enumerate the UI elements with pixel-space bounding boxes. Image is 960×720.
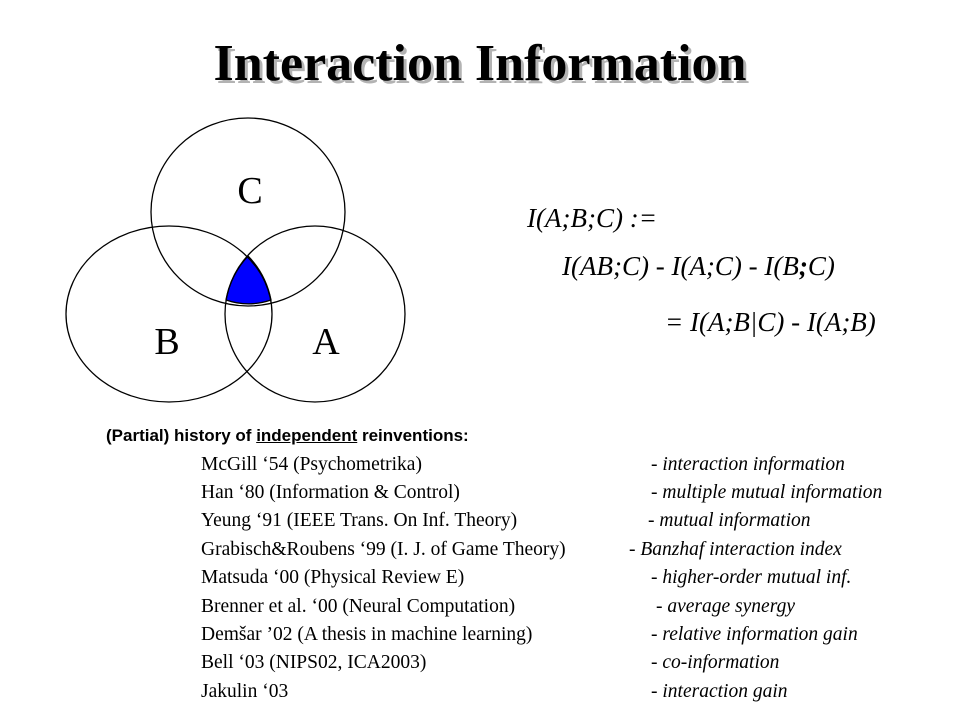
venn-circle-b: [65, 225, 273, 403]
history-term-dash: -: [651, 482, 663, 503]
history-reference: Yeung ‘91 (IEEE Trans. On Inf. Theory): [201, 510, 518, 531]
history-row: Han ‘80 (Information & Control) - multip…: [0, 481, 960, 505]
history-row: Demšar ’02 (A thesis in machine learning…: [0, 623, 960, 647]
history-heading-independent: independent: [256, 426, 358, 445]
history-term: - Banzhaf interaction index: [629, 538, 842, 562]
history-term-name: average synergy: [667, 596, 795, 617]
history-term-dash: -: [651, 454, 663, 475]
history-reference: Brenner et al. ‘00 (Neural Computation): [201, 596, 516, 617]
history-term: - interaction information: [651, 453, 845, 477]
history-term-name: interaction gain: [662, 681, 788, 702]
history-row: Matsuda ‘00 (Physical Review E) - higher…: [0, 566, 960, 590]
history-row: Brenner et al. ‘00 (Neural Computation) …: [0, 595, 960, 619]
history-term: - co-information: [651, 651, 779, 675]
slide-title: Interaction Information: [213, 35, 747, 92]
history-term: - relative information gain: [651, 623, 858, 647]
history-term: - average synergy: [656, 595, 795, 619]
history-term-name: multiple mutual information: [662, 482, 883, 503]
history-term-dash: -: [648, 510, 660, 531]
history-term-dash: -: [656, 596, 668, 617]
formula-expansion: I(AB;C) - I(A;C) - I(B;C): [562, 250, 835, 282]
history-term-name: interaction information: [662, 454, 845, 475]
history-term-name: relative information gain: [662, 624, 858, 645]
venn-label-b: B: [154, 321, 179, 363]
history-reference: Matsuda ‘00 (Physical Review E): [201, 567, 465, 588]
history-heading-part-3: reinventions:: [357, 426, 469, 445]
history-term: - multiple mutual information: [651, 481, 882, 505]
history-term: - interaction gain: [651, 680, 788, 704]
venn-circle-a: [224, 225, 406, 403]
formula-equivalence: = I(A;B|C) - I(A;B): [665, 307, 876, 337]
history-term-dash: -: [629, 539, 641, 560]
history-row: Jakulin ‘03 - interaction gain: [0, 680, 960, 704]
history-heading-part-1: (Partial) history of: [106, 426, 257, 445]
history-row: Grabisch&Roubens ‘99 (I. J. of Game Theo…: [0, 538, 960, 562]
history-reference: McGill ‘54 (Psychometrika): [201, 454, 422, 475]
formula-expansion-part-1: I(AB;C) - I(A;C) - I(B: [562, 251, 799, 281]
history-reference: Bell ‘03 (NIPS02, ICA2003): [201, 652, 427, 673]
history-reference: Grabisch&Roubens ‘99 (I. J. of Game Theo…: [201, 539, 566, 560]
history-reference: Demšar ’02 (A thesis in machine learning…: [201, 624, 533, 645]
venn-label-c: C: [237, 170, 262, 212]
history-row: Yeung ‘91 (IEEE Trans. On Inf. Theory) -…: [0, 509, 960, 533]
formula-definition: I(A;B;C) :=: [527, 203, 657, 233]
history-reference: Han ‘80 (Information & Control): [201, 482, 460, 503]
venn-label-a: A: [312, 321, 340, 363]
history-term: - higher-order mutual inf.: [651, 566, 851, 590]
history-term-name: Banzhaf interaction index: [640, 539, 842, 560]
history-reference: Jakulin ‘03: [201, 681, 289, 702]
history-term-dash: -: [651, 624, 663, 645]
formula-expansion-part-3: C): [807, 251, 835, 281]
history-term-name: mutual information: [659, 510, 811, 531]
history-term: - mutual information: [648, 509, 811, 533]
history-term-name: higher-order mutual inf.: [662, 567, 852, 588]
history-heading: (Partial) history of independent reinven…: [106, 425, 469, 447]
history-row: Bell ‘03 (NIPS02, ICA2003) - co-informat…: [0, 651, 960, 675]
history-term-dash: -: [651, 652, 663, 673]
history-row: McGill ‘54 (Psychometrika) - interaction…: [0, 453, 960, 477]
venn-circle-c: [150, 117, 346, 307]
history-term-dash: -: [651, 567, 663, 588]
history-term-name: co-information: [662, 652, 780, 673]
history-term-dash: -: [651, 681, 663, 702]
formula-expansion-semicolon: ;: [798, 251, 808, 281]
